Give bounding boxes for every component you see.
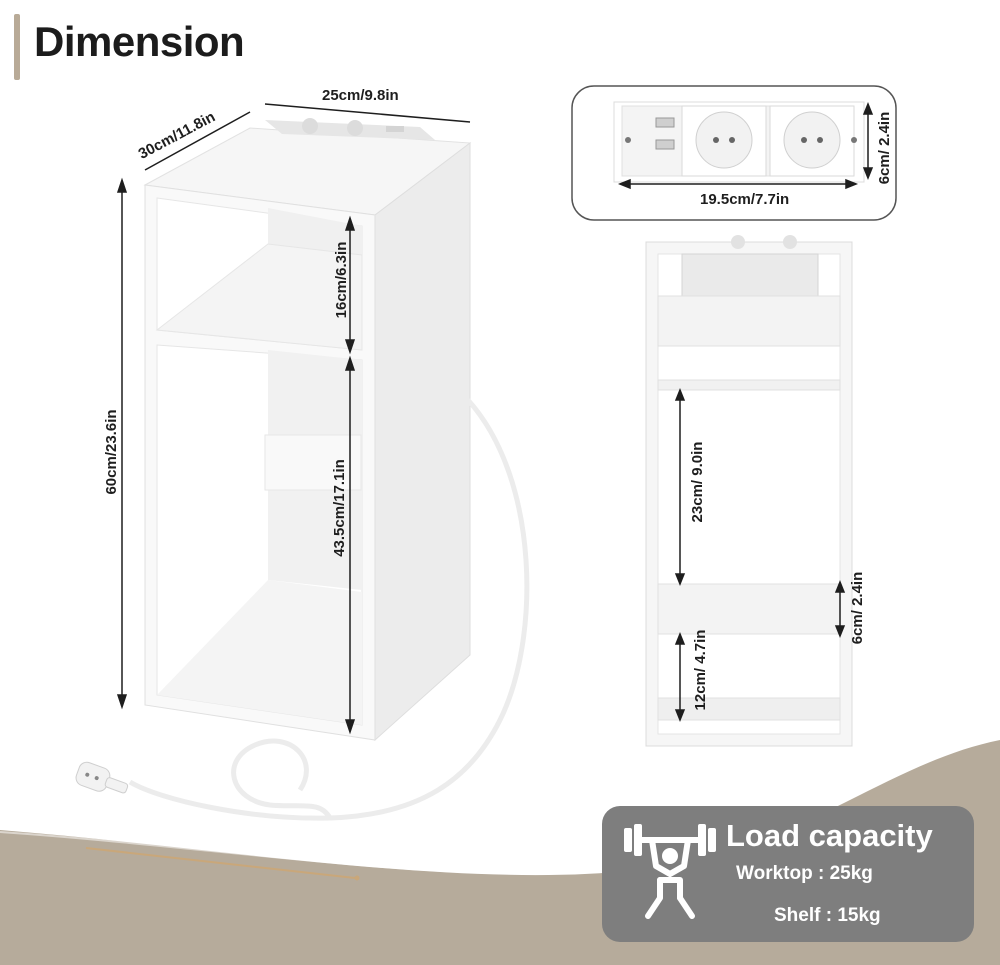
height-total-label: 60cm/23.6in [103,409,120,495]
socket-width-label: 19.5cm/7.7in [700,191,790,208]
front-view [645,235,853,747]
front-bar-label: 6cm/ 2.4in [849,571,866,645]
shelf-capacity: Shelf : 15kg [774,905,881,926]
title-accent-bar [14,14,20,80]
socket-height-label: 6cm/ 2.4in [876,111,893,185]
upper-compartment-label: 16cm/6.3in [333,241,350,319]
front-bottom-label: 12cm/ 4.7in [692,629,709,711]
socket-detail [571,85,897,221]
cabinet-illustration [75,103,530,821]
worktop-capacity: Worktop : 25kg [736,863,873,884]
weightlifter-icon [624,824,716,919]
lower-compartment-label: 43.5cm/17.1in [331,459,348,557]
front-middle-label: 23cm/ 9.0in [689,441,706,523]
load-capacity-title: Load capacity [726,818,933,853]
page-title: Dimension [34,18,245,65]
width-top-label: 25cm/9.8in [322,87,399,104]
